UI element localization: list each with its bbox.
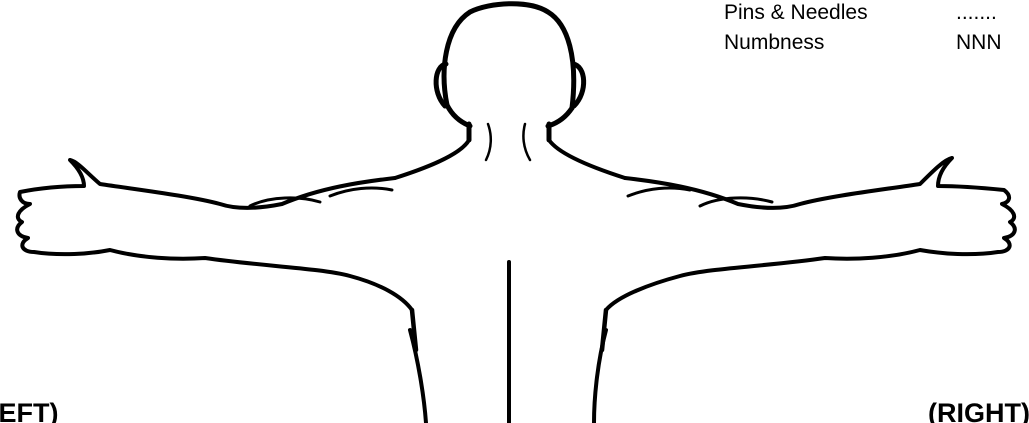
head-outline <box>436 4 584 140</box>
side-label-left-text: (LEFT) <box>0 398 58 423</box>
right-arm-outline <box>594 158 1015 423</box>
left-arm-outline <box>17 160 426 423</box>
symptom-legend: Pins & Needles ....... Numbness NNN <box>724 0 1029 60</box>
legend-label: Numbness <box>724 30 824 56</box>
legend-symbol: ....... <box>956 0 997 26</box>
legend-symbol: NNN <box>956 30 1002 56</box>
side-label-left: (LEFT) <box>0 398 73 423</box>
side-label-right: (RIGHT) <box>928 398 1029 423</box>
legend-label: Pins & Needles <box>724 0 868 26</box>
neck-outline <box>395 124 625 178</box>
side-label-right-text: (RIGHT) <box>928 398 1029 423</box>
